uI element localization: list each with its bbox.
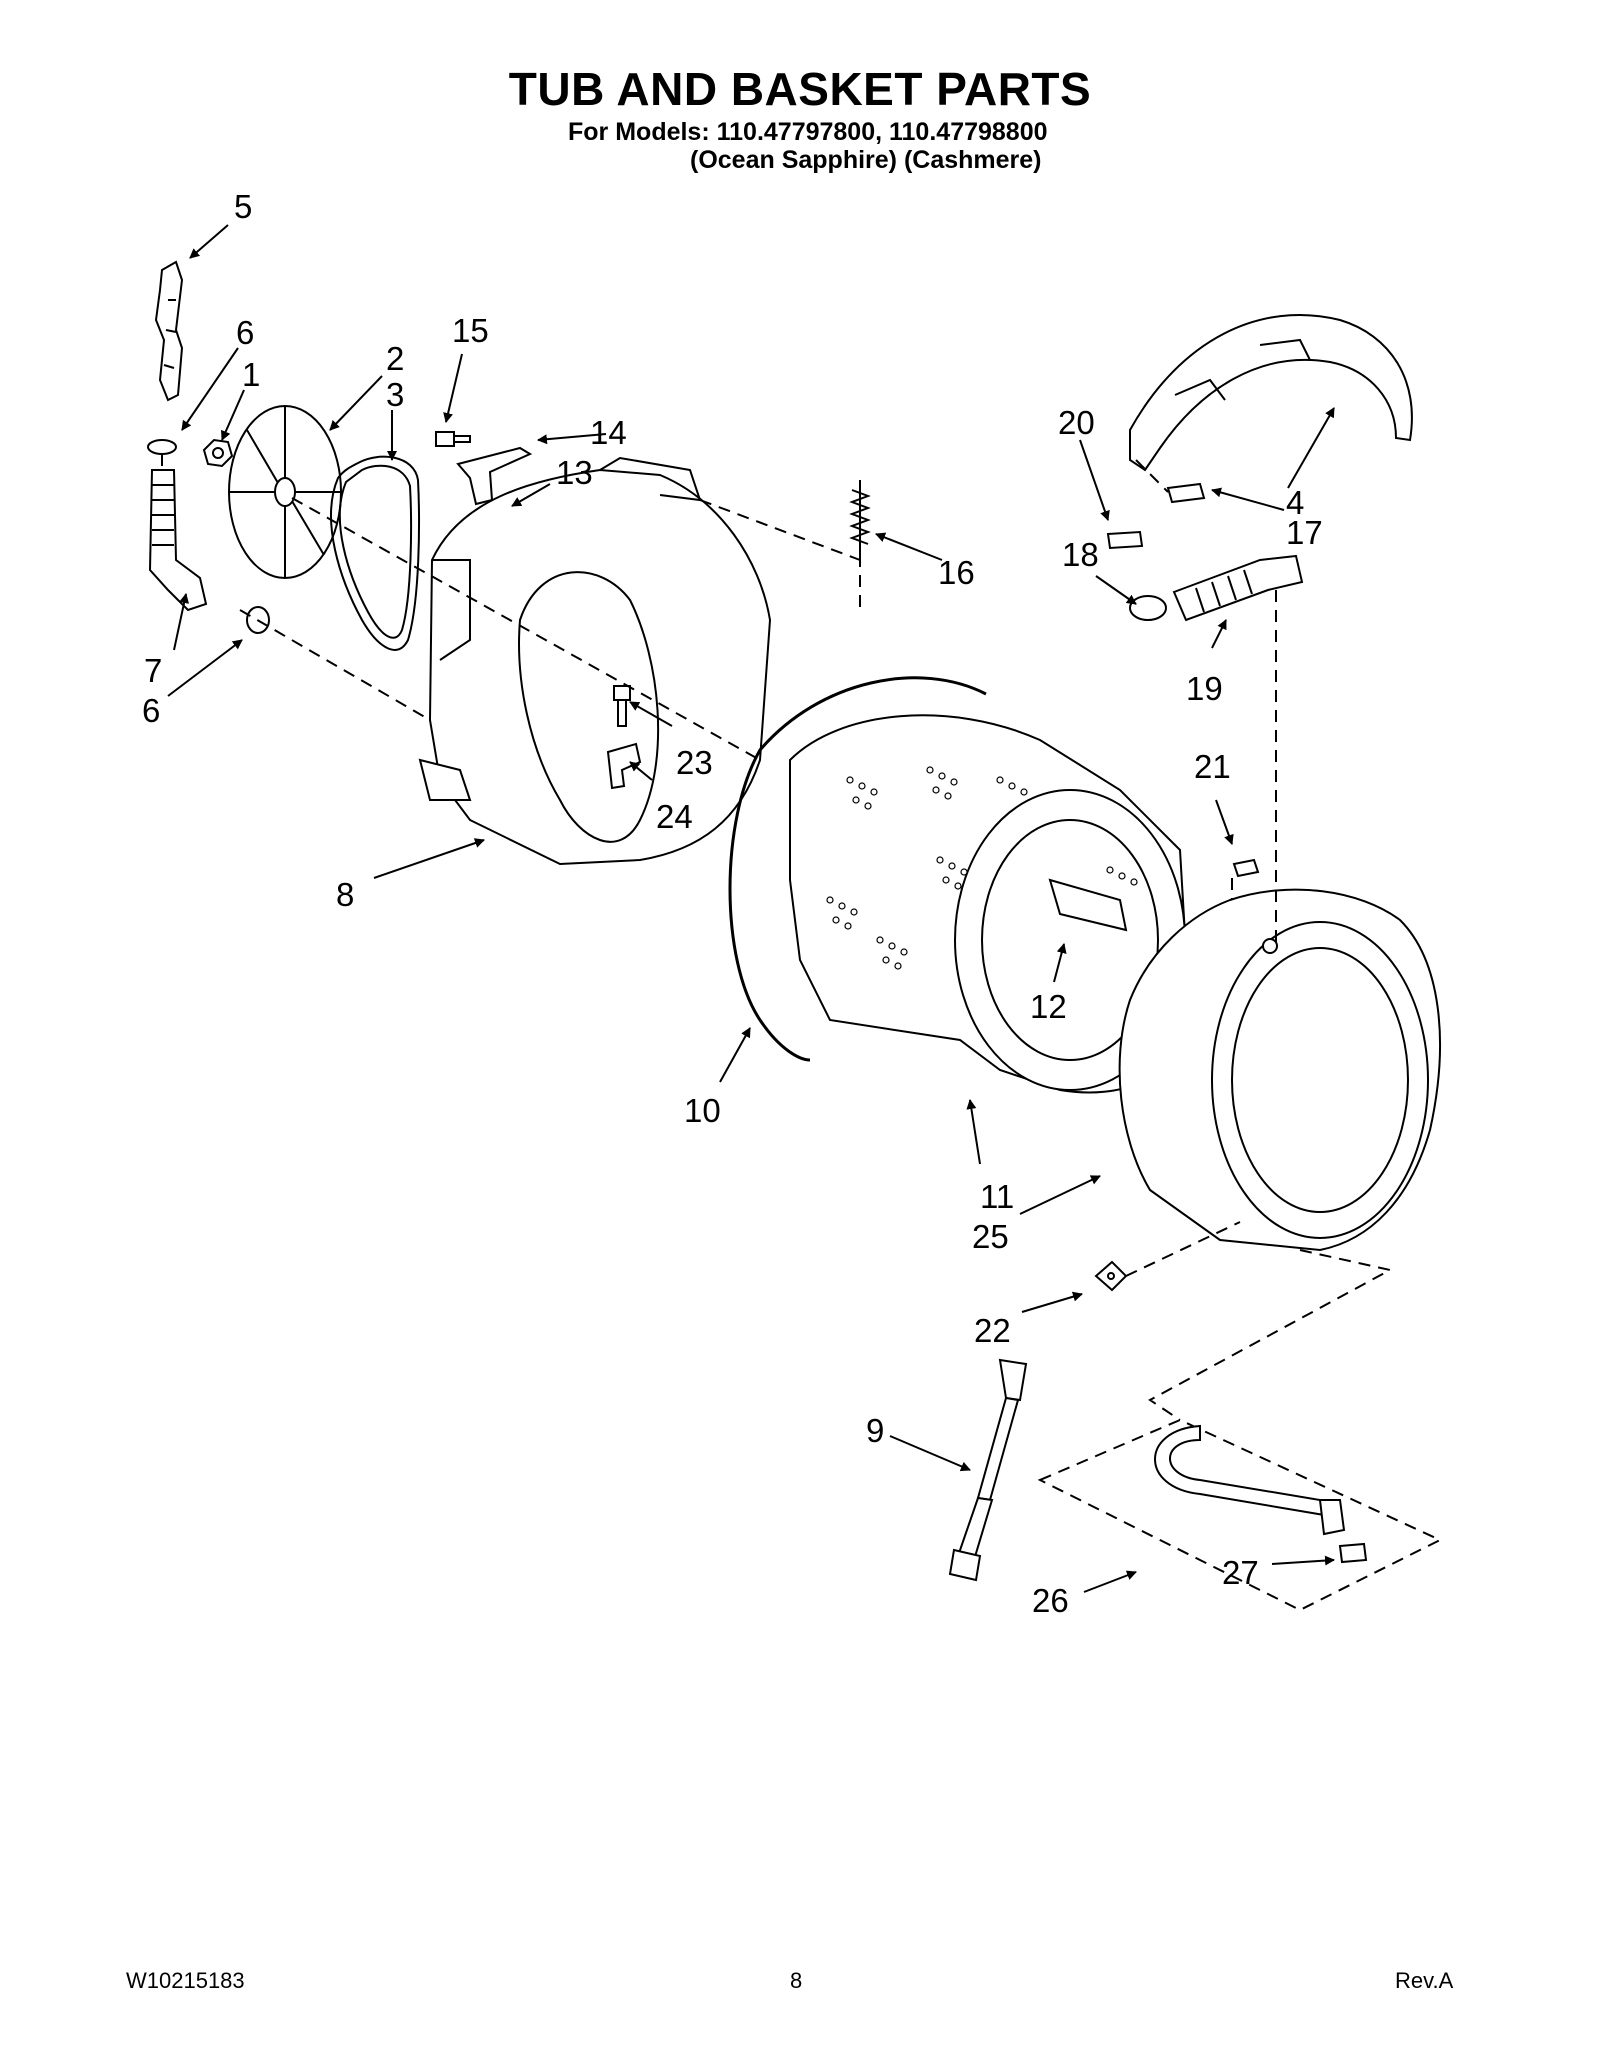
part-2-pulley — [228, 405, 342, 579]
page-number: 8 — [790, 1968, 803, 1993]
part-5-hose-bracket — [154, 260, 184, 402]
part-27-heater-element — [1154, 1424, 1368, 1564]
part-21-block — [1232, 858, 1260, 878]
page-title: TUB AND BASKET PARTS — [508, 63, 1092, 115]
part-22-gasket — [1094, 1260, 1128, 1292]
callout-4: 4 — [1286, 484, 1304, 521]
part-20-fitting — [1106, 530, 1144, 550]
callout-17: 17 — [1286, 514, 1323, 551]
callout-3: 3 — [386, 376, 404, 413]
callout-26: 26 — [1032, 1582, 1069, 1619]
part-7-hose — [148, 469, 208, 612]
part-14-bracket — [456, 446, 533, 506]
part-6-clamp-lower — [246, 606, 270, 634]
callout-labels: 5 6 1 2 3 15 14 13 16 7 6 23 24 8 20 4 1… — [142, 188, 1323, 1619]
callout-5: 5 — [234, 188, 252, 225]
callout-6a: 6 — [236, 314, 254, 351]
part-10-seal-ring — [728, 676, 987, 1062]
callout-15: 15 — [452, 312, 489, 349]
callout-7: 7 — [144, 652, 162, 689]
part-1-nut — [202, 438, 234, 468]
part-8-rear-tub — [418, 456, 772, 866]
part-17-valve — [1166, 482, 1206, 504]
callout-2: 2 — [386, 340, 404, 377]
part-25-front-tub — [1118, 888, 1441, 1252]
part-19-hose — [1172, 554, 1304, 622]
callout-12: 12 — [1030, 988, 1067, 1025]
callout-11: 11 — [980, 1178, 1014, 1215]
callout-10: 10 — [684, 1092, 721, 1129]
reference-lines — [161, 454, 1393, 1421]
callout-13: 13 — [556, 454, 593, 491]
part-26-heater-kit — [1037, 1418, 1443, 1612]
basket-perforations — [826, 766, 1138, 970]
part-3-belt — [330, 455, 420, 651]
part-24-bracket — [606, 742, 642, 790]
callout-25: 25 — [972, 1218, 1009, 1255]
callout-14: 14 — [590, 414, 627, 451]
callout-24: 24 — [656, 798, 693, 835]
part-18-clamp — [1129, 595, 1167, 621]
part-15-screw — [435, 431, 471, 447]
callout-arrows — [167, 224, 1335, 1593]
callout-20: 20 — [1058, 404, 1095, 441]
part-6-clamp-upper — [147, 439, 177, 455]
part-4-counterweight — [1129, 313, 1413, 472]
callout-1: 1 — [242, 356, 260, 393]
callout-21: 21 — [1194, 748, 1231, 785]
part-23-screw — [613, 685, 631, 727]
part-9-damper — [948, 1358, 1028, 1582]
callout-22: 22 — [974, 1312, 1011, 1349]
callout-18: 18 — [1062, 536, 1099, 573]
doc-number: W10215183 — [126, 1968, 245, 1993]
callout-27: 27 — [1222, 1554, 1259, 1591]
callout-6b: 6 — [142, 692, 160, 729]
callout-9: 9 — [866, 1412, 884, 1449]
callout-19: 19 — [1186, 670, 1223, 707]
callout-8: 8 — [336, 876, 354, 913]
revision: Rev.A — [1395, 1968, 1454, 1993]
colors-subtitle: (Ocean Sapphire) (Cashmere) — [690, 146, 1042, 174]
part-16-spring — [849, 480, 871, 555]
models-subtitle: For Models: 110.47797800, 110.47798800 — [568, 118, 1048, 146]
callout-23: 23 — [676, 744, 713, 781]
callout-16: 16 — [938, 554, 975, 591]
